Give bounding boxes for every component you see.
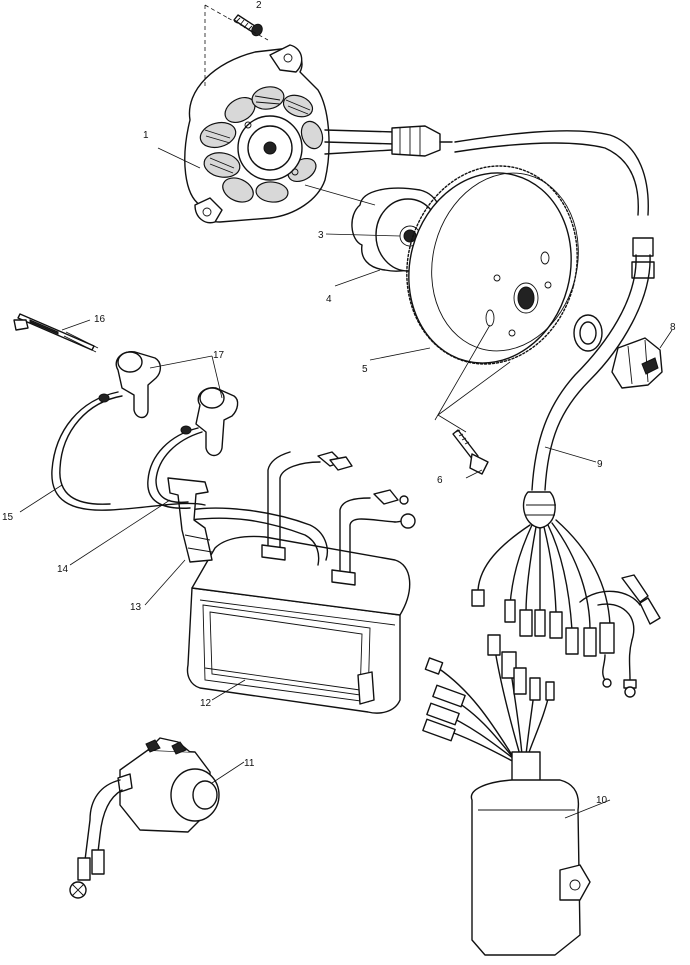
callout-9: 9 bbox=[597, 459, 603, 470]
cable-tie-16 bbox=[13, 313, 99, 353]
washer bbox=[573, 314, 603, 352]
bracket-13 bbox=[167, 477, 213, 563]
screw-2 bbox=[233, 14, 263, 37]
callout-11: 11 bbox=[244, 758, 255, 769]
flywheel bbox=[406, 165, 579, 365]
nut-8 bbox=[611, 337, 663, 389]
bolt-6 bbox=[452, 429, 489, 475]
spark-plug-caps-17 bbox=[115, 351, 239, 457]
callout-8: 8 bbox=[670, 322, 676, 333]
ignition-coil-12 bbox=[186, 451, 416, 714]
harness-conduit bbox=[454, 130, 655, 529]
high-tension-wires bbox=[51, 391, 206, 511]
leader-lines bbox=[19, 147, 673, 819]
callout-3: 3 bbox=[318, 230, 324, 241]
callout-15: 15 bbox=[2, 512, 14, 523]
callout-6: 6 bbox=[437, 475, 443, 486]
callout-12: 12 bbox=[200, 698, 212, 709]
callout-13: 13 bbox=[130, 602, 142, 613]
callout-16: 16 bbox=[94, 314, 106, 325]
callout-14: 14 bbox=[57, 564, 69, 575]
connector-fan bbox=[471, 519, 661, 698]
callout-5: 5 bbox=[362, 364, 368, 375]
callout-4: 4 bbox=[326, 294, 332, 305]
cdi-module-10 bbox=[422, 634, 591, 956]
callout-1: 1 bbox=[143, 130, 149, 141]
callout-10: 10 bbox=[596, 795, 608, 806]
stator-assembly bbox=[184, 4, 453, 224]
solenoid-11 bbox=[69, 737, 220, 899]
callout-17: 17 bbox=[213, 350, 225, 361]
callout-2: 2 bbox=[256, 0, 262, 11]
callout-labels: 1 2 3 4 5 6 7 8 9 10 11 12 13 14 15 16 1… bbox=[2, 0, 676, 806]
